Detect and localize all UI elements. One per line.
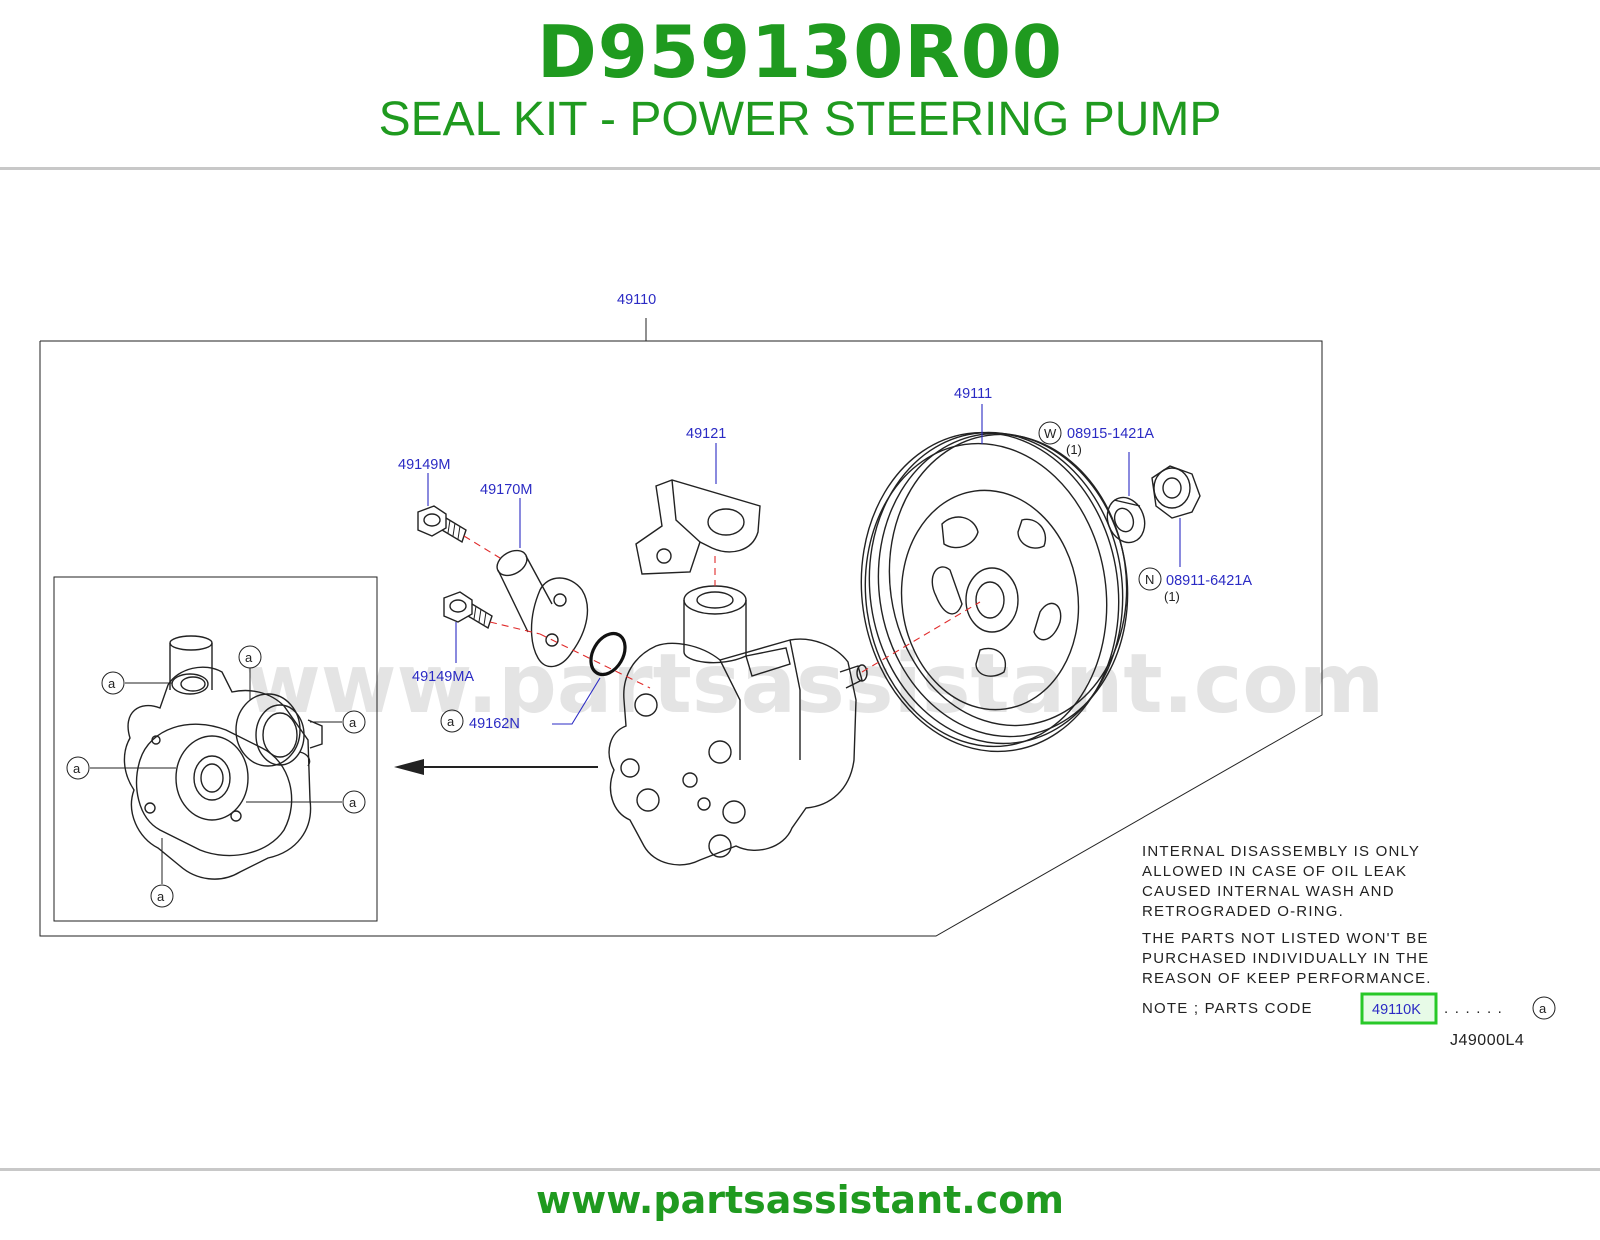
svg-text:a: a	[1539, 1001, 1547, 1016]
marker-a-parts-code	[1532, 996, 1556, 1020]
page-header: D959130R00 SEAL KIT - POWER STEERING PUM…	[0, 0, 1600, 170]
bolt-49149m-drawing	[417, 505, 467, 544]
inset-pump-body-drawing	[123, 635, 323, 880]
note-line-5: THE PARTS NOT LISTED WON'T BE	[1142, 930, 1429, 947]
callout-49149ma[interactable]: 49149MA	[412, 669, 474, 685]
inset-seal-markers: a a a a a a	[66, 645, 366, 908]
parts-code-label: NOTE ; PARTS CODE	[1142, 1000, 1313, 1017]
bracket-49121-drawing	[635, 479, 761, 575]
washer-08915-1421a-drawing	[1106, 496, 1146, 544]
callout-49110[interactable]: 49110	[617, 292, 656, 308]
svg-text:a: a	[245, 650, 253, 665]
detail-arrow	[394, 759, 598, 775]
svg-text:a: a	[447, 714, 455, 729]
footer-website-link[interactable]: www.partsassistant.com	[536, 1178, 1064, 1222]
o-ring-49162n-drawing	[589, 631, 627, 677]
nut-08911-6421a-drawing	[1151, 465, 1201, 519]
note-line-3: CAUSED INTERNAL WASH AND	[1142, 883, 1395, 900]
svg-text:a: a	[108, 676, 116, 691]
callout-49111[interactable]: 49111	[954, 386, 992, 402]
callout-49121[interactable]: 49121	[686, 426, 726, 442]
notes-block: INTERNAL DISASSEMBLY IS ONLY ALLOWED IN …	[1142, 843, 1432, 1017]
svg-text:N: N	[1145, 572, 1154, 587]
footer-divider	[0, 1168, 1600, 1171]
svg-text:a: a	[349, 715, 357, 730]
drawing-id: J49000L4	[1450, 1032, 1524, 1049]
assembly-boundary	[39, 340, 1323, 937]
svg-text:a: a	[349, 795, 357, 810]
connector-49170m-drawing	[496, 549, 589, 668]
marker-w	[1038, 421, 1062, 445]
watermark: www.partsassistant.com	[245, 637, 1384, 732]
seal-inset-box	[53, 576, 378, 922]
note-line-4: RETROGRADED O-RING.	[1142, 903, 1344, 920]
note-line-7: REASON OF KEEP PERFORMANCE.	[1142, 970, 1432, 987]
header-divider	[0, 167, 1600, 170]
marker-n	[1138, 567, 1162, 591]
qty-nut: (1)	[1164, 589, 1180, 604]
pump-body-drawing	[608, 585, 868, 866]
bolt-49149ma-drawing	[443, 591, 493, 630]
callout-49162n[interactable]: 49162N	[469, 716, 520, 732]
parts-code-highlight	[1360, 992, 1438, 1025]
part-number-title: D959130R00	[537, 10, 1063, 94]
callout-49170m[interactable]: 49170M	[480, 482, 532, 498]
qty-washer: (1)	[1066, 442, 1082, 457]
svg-text:a: a	[73, 761, 81, 776]
svg-text:a: a	[157, 889, 165, 904]
parts-code-dots: . . . . . .	[1444, 1000, 1503, 1017]
note-line-2: ALLOWED IN CASE OF OIL LEAK	[1142, 863, 1407, 880]
svg-text:W: W	[1044, 426, 1057, 441]
parts-code-link[interactable]: 49110K	[1372, 1002, 1421, 1018]
callout-washer[interactable]: 08915-1421A	[1067, 426, 1154, 442]
note-line-1: INTERNAL DISASSEMBLY IS ONLY	[1142, 843, 1420, 860]
note-line-6: PURCHASED INDIVIDUALLY IN THE	[1142, 950, 1429, 967]
alignment-lines	[463, 535, 981, 689]
part-description-title: SEAL KIT - POWER STEERING PUMP	[378, 93, 1222, 146]
leader-49162n	[552, 677, 601, 725]
callout-nut[interactable]: 08911-6421A	[1166, 573, 1252, 589]
callout-49149m[interactable]: 49149M	[398, 457, 450, 473]
marker-a-49162n	[440, 709, 464, 733]
